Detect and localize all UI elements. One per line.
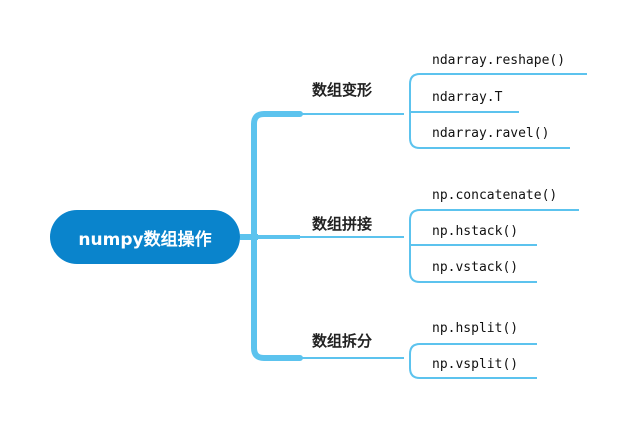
root-node: numpy数组操作 (50, 210, 240, 264)
branch-label-reshape: 数组变形 (312, 81, 373, 99)
branch-label-concat: 数组拼接 (312, 215, 373, 233)
leaf-node: ndarray.reshape() (432, 53, 566, 68)
branch-label-split: 数组拆分 (312, 332, 373, 350)
leaf-node: np.vsplit() (432, 357, 519, 372)
leaf-bracket-3 (392, 343, 421, 379)
leaf-node: np.hsplit() (432, 321, 519, 336)
leaf-node: np.concatenate() (432, 188, 558, 203)
leaf-node: np.hstack() (432, 224, 519, 239)
leaf-node: np.vstack() (432, 260, 519, 275)
leaf-node: ndarray.ravel() (432, 126, 550, 141)
leaf-node: ndarray.T (432, 90, 503, 105)
